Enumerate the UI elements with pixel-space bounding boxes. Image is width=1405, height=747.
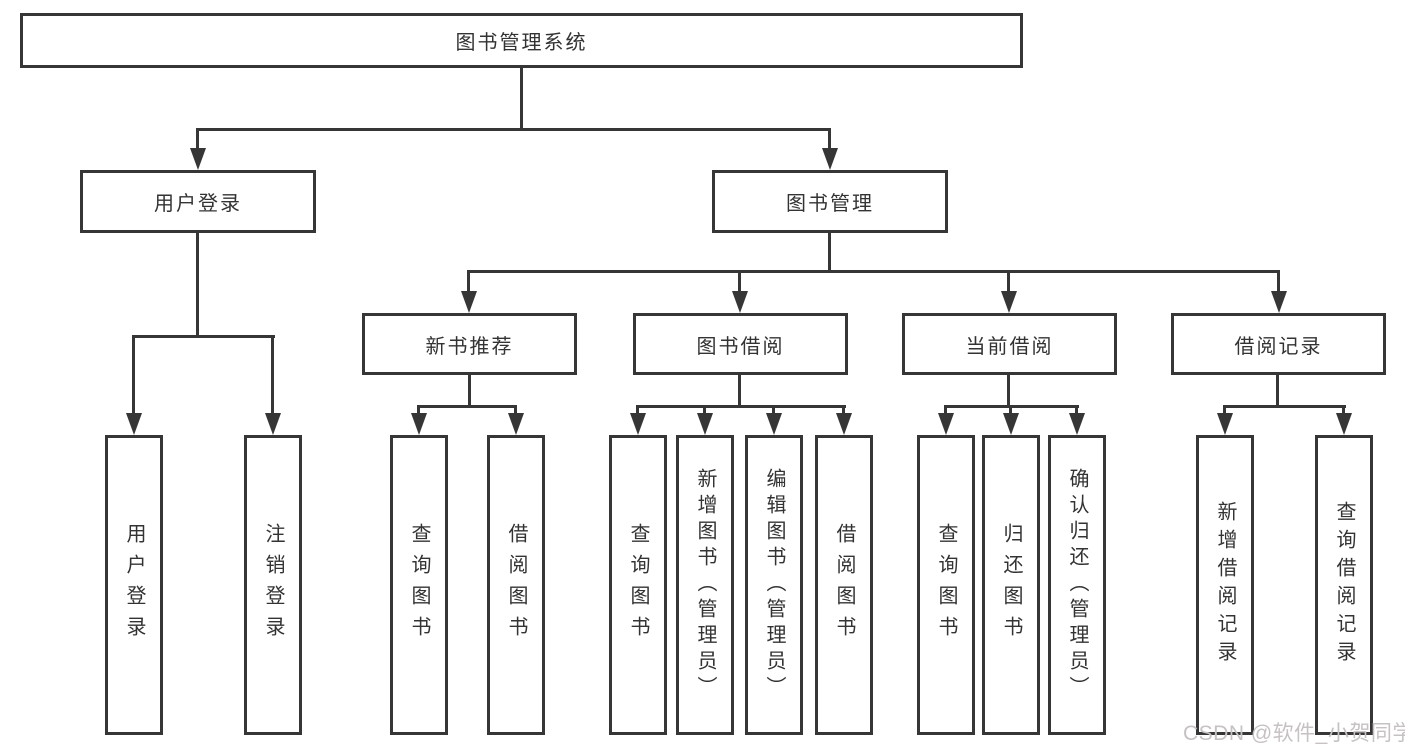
leaf-return-books: 归还图书 <box>982 435 1040 735</box>
connector-line <box>520 68 523 130</box>
connector-line <box>1223 405 1226 417</box>
leaf-label: 注销登录 <box>262 523 284 647</box>
connector-line <box>132 335 135 417</box>
leaf-label: 查询借阅记录 <box>1333 501 1355 669</box>
leaf-label: 确认归还（管理员） <box>1066 468 1088 702</box>
connector-line <box>772 405 775 417</box>
arrowhead-down-icon <box>190 148 206 170</box>
node-library-management-system: 图书管理系统 <box>20 13 1023 68</box>
connector-line <box>636 405 846 408</box>
connector-line <box>467 270 1280 273</box>
connector-line <box>132 335 275 338</box>
connector-line <box>828 128 831 152</box>
node-current-borrow: 当前借阅 <box>902 313 1117 375</box>
leaf-label: 编辑图书（管理员） <box>763 468 785 702</box>
leaf-label: 借阅图书 <box>833 523 855 647</box>
arrowhead-down-icon <box>1217 413 1233 435</box>
arrowhead-down-icon <box>265 413 281 435</box>
arrowhead-down-icon <box>836 413 852 435</box>
node-book-borrow: 图书借阅 <box>633 313 848 375</box>
connector-line <box>467 270 470 293</box>
leaf-label: 新增图书（管理员） <box>694 468 716 702</box>
arrowhead-down-icon <box>697 413 713 435</box>
connector-line <box>828 233 831 272</box>
arrowhead-down-icon <box>938 413 954 435</box>
leaf-query-borrow-record: 查询借阅记录 <box>1315 435 1373 735</box>
node-book-management: 图书管理 <box>712 170 948 233</box>
arrowhead-down-icon <box>126 413 142 435</box>
arrowhead-down-icon <box>630 413 646 435</box>
connector-line <box>514 405 517 417</box>
connector-line <box>1009 405 1012 417</box>
arrowhead-down-icon <box>766 413 782 435</box>
connector-line <box>738 375 741 407</box>
node-new-book-recommend: 新书推荐 <box>362 313 577 375</box>
leaf-query-books-current: 查询图书 <box>917 435 975 735</box>
connector-line <box>417 405 517 408</box>
leaf-logout: 注销登录 <box>244 435 302 735</box>
node-borrow-records: 借阅记录 <box>1171 313 1386 375</box>
arrowhead-down-icon <box>411 413 427 435</box>
leaf-add-borrow-record: 新增借阅记录 <box>1196 435 1254 735</box>
connector-line <box>196 128 199 152</box>
connector-line <box>417 405 420 417</box>
arrowhead-down-icon <box>1003 413 1019 435</box>
csdn-watermark: CSDN @软件_小贺同学 <box>1183 722 1405 745</box>
connector-line <box>1276 375 1279 407</box>
leaf-label: 查询图书 <box>935 523 957 647</box>
connector-line <box>1342 405 1345 417</box>
connector-line <box>271 335 274 417</box>
arrowhead-down-icon <box>461 291 477 313</box>
connector-line <box>703 405 706 417</box>
leaf-borrow-books: 借阅图书 <box>815 435 873 735</box>
connector-line <box>738 270 741 293</box>
connector-line <box>636 405 639 417</box>
connector-line <box>1007 375 1010 407</box>
connector-line <box>1277 270 1280 293</box>
leaf-user-login: 用户登录 <box>105 435 163 735</box>
leaf-add-books-admin: 新增图书（管理员） <box>676 435 734 735</box>
connector-line <box>196 233 199 337</box>
leaf-label: 新增借阅记录 <box>1214 501 1236 669</box>
connector-line <box>196 128 831 131</box>
arrowhead-down-icon <box>1069 413 1085 435</box>
leaf-edit-books-admin: 编辑图书（管理员） <box>745 435 803 735</box>
leaf-label: 用户登录 <box>123 523 145 647</box>
leaf-confirm-return-admin: 确认归还（管理员） <box>1048 435 1106 735</box>
connector-line <box>1075 405 1078 417</box>
connector-line <box>1007 270 1010 293</box>
leaf-label: 借阅图书 <box>505 523 527 647</box>
connector-line <box>1223 405 1346 408</box>
node-user-login: 用户登录 <box>80 170 316 233</box>
leaf-label: 查询图书 <box>627 523 649 647</box>
arrowhead-down-icon <box>1336 413 1352 435</box>
leaf-query-books-recommend: 查询图书 <box>390 435 448 735</box>
leaf-borrow-books-recommend: 借阅图书 <box>487 435 545 735</box>
leaf-query-books-borrow: 查询图书 <box>609 435 667 735</box>
leaf-label: 归还图书 <box>1000 523 1022 647</box>
connector-line <box>842 405 845 417</box>
connector-line <box>944 405 947 417</box>
arrowhead-down-icon <box>508 413 524 435</box>
arrowhead-down-icon <box>1001 291 1017 313</box>
leaf-label: 查询图书 <box>408 523 430 647</box>
connector-line <box>468 375 471 407</box>
arrowhead-down-icon <box>822 148 838 170</box>
arrowhead-down-icon <box>1271 291 1287 313</box>
arrowhead-down-icon <box>732 291 748 313</box>
